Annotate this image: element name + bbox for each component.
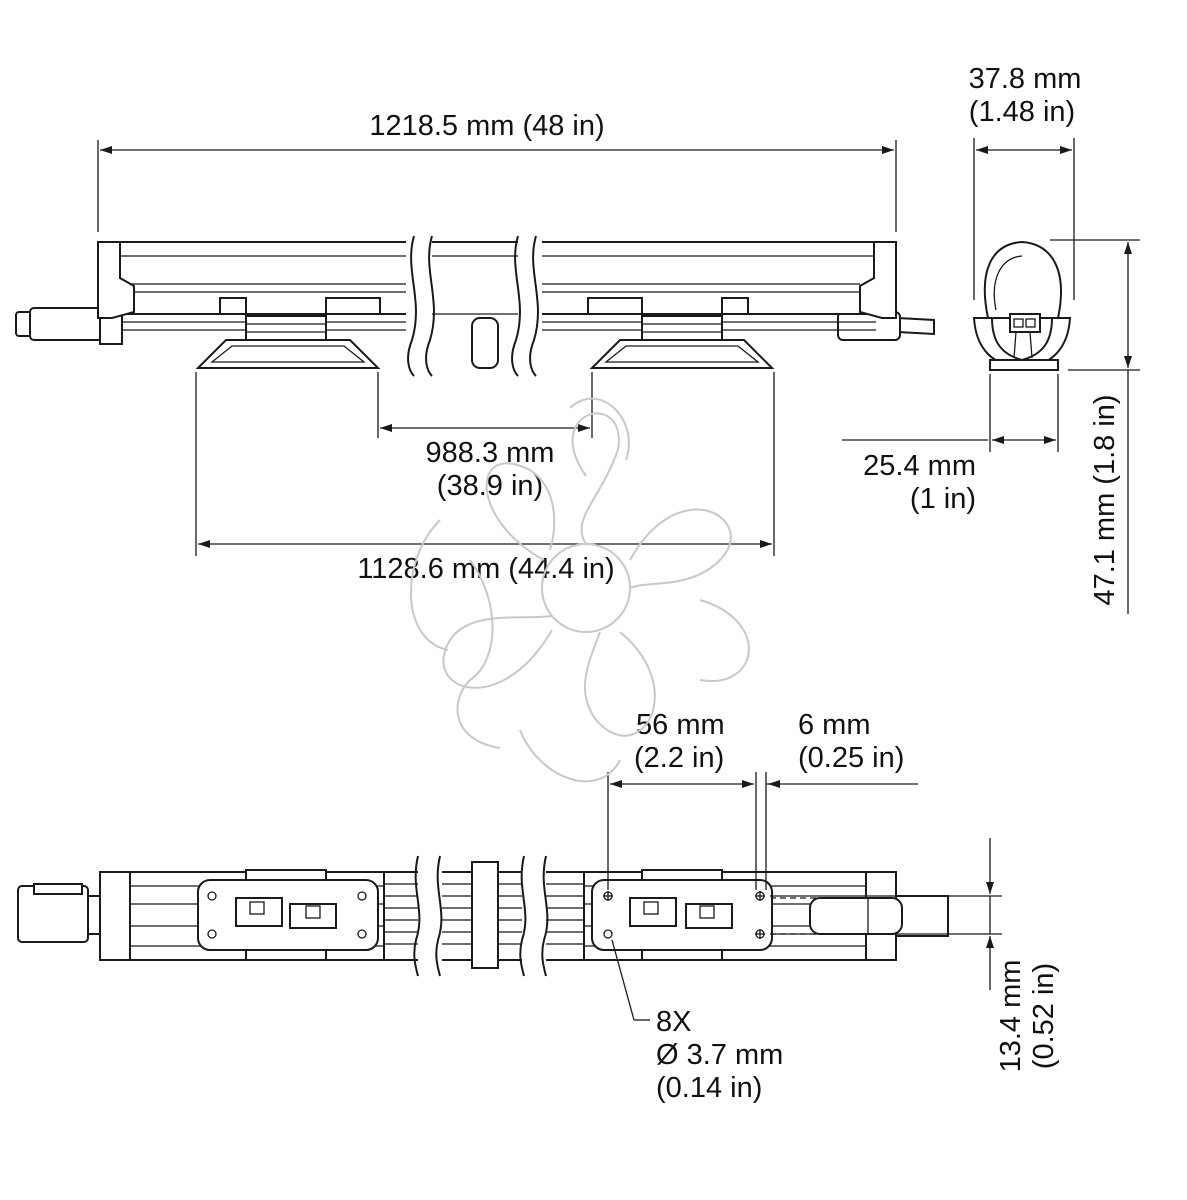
hole-count-label: 8X xyxy=(656,1006,691,1038)
bracket-outer-label: 1128.6 mm (44.4 in) xyxy=(357,553,614,585)
end-height-dimension: 47.1 mm (1.8 in) xyxy=(1050,239,1140,614)
hole-row-gap-dimension: 13.4 mm (0.52 in) xyxy=(770,838,1060,1072)
hole-row-gap-label-1: 13.4 mm xyxy=(995,960,1027,1073)
bracket-inner-label-1: 988.3 mm xyxy=(426,437,555,469)
bracket-inner-dimension: 988.3 mm (38.9 in) xyxy=(377,372,593,502)
bracket-outer-dimension: 1128.6 mm (44.4 in) xyxy=(195,372,775,585)
flower-watermark xyxy=(410,397,750,783)
top-view xyxy=(17,855,949,977)
hole-row-gap-label-2: (0.52 in) xyxy=(1028,963,1060,1069)
base-width-dimension: 25.4 mm (1 in) xyxy=(842,374,1059,515)
hole-offset-label-1: 6 mm xyxy=(798,709,871,741)
hole-offset-label-2: (0.25 in) xyxy=(798,742,904,774)
end-view xyxy=(972,240,1072,371)
end-height-label: 47.1 mm (1.8 in) xyxy=(1089,394,1121,605)
bracket-inner-label-2: (38.9 in) xyxy=(437,470,543,502)
end-width-dimension: 37.8 mm (1.48 in) xyxy=(969,63,1082,300)
hole-diameter-inch-label: (0.14 in) xyxy=(656,1072,762,1104)
base-width-label-1: 25.4 mm xyxy=(863,450,976,482)
hole-spacing-label-1: 56 mm xyxy=(636,709,725,741)
hole-diameter-label: Ø 3.7 mm xyxy=(656,1039,783,1071)
end-width-label-2: (1.48 in) xyxy=(969,96,1075,128)
hole-spacing-label-2: (2.2 in) xyxy=(634,742,724,774)
hole-spacing-dimension: 56 mm (2.2 in) 6 mm (0.25 in) xyxy=(607,709,918,890)
overall-length-label: 1218.5 mm (48 in) xyxy=(369,110,604,142)
end-width-label-1: 37.8 mm xyxy=(969,63,1082,95)
front-view xyxy=(15,235,935,377)
base-width-label-2: (1 in) xyxy=(910,483,976,515)
hole-callout: 8X Ø 3.7 mm (0.14 in) xyxy=(611,939,783,1104)
overall-length-dimension: 1218.5 mm (48 in) xyxy=(97,110,897,232)
